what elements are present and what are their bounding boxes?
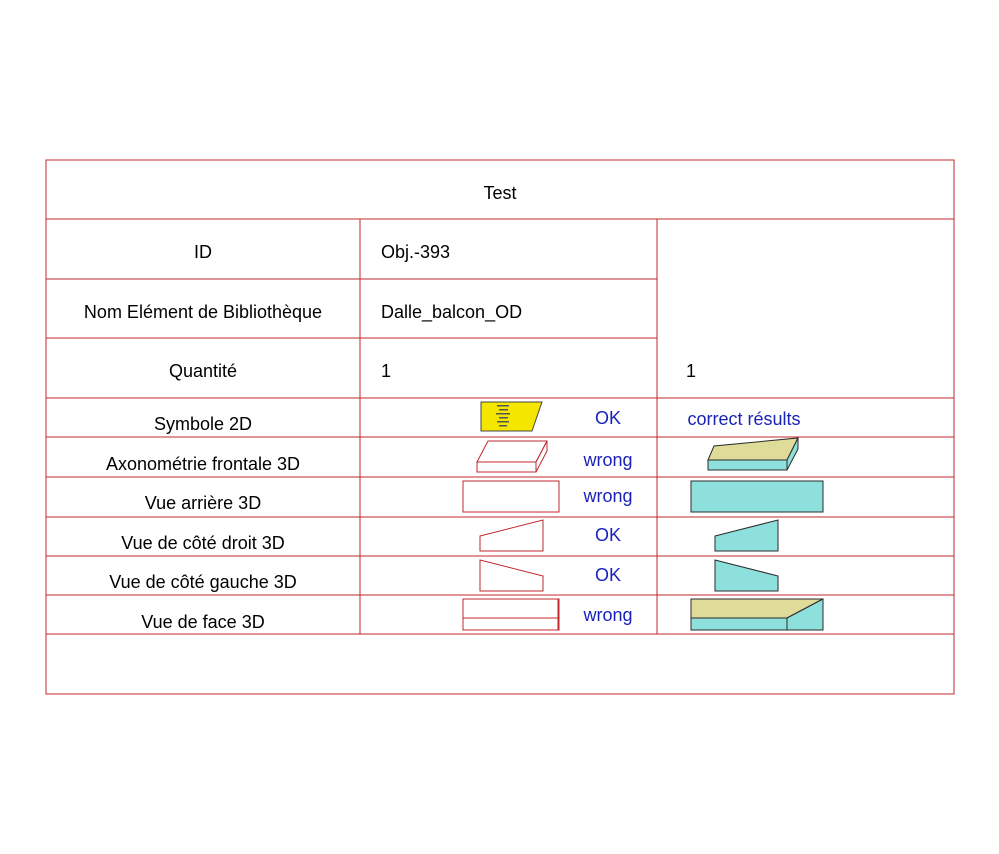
id-value: Obj.-393 [381,242,451,262]
view-label-back: Vue arrière 3D [144,493,262,513]
quantity-value: 1 [381,361,392,381]
id-label: ID [194,242,212,262]
table-title: Test [483,183,517,203]
back-view-icon [462,480,560,513]
left-side-view-icon [479,559,544,592]
right-side-view-icon [479,519,544,552]
ref-front-view-icon [690,598,824,631]
status-back: wrong [583,486,633,506]
name-value: Dalle_balcon_OD [381,302,523,322]
ref-back-view-icon [690,480,824,513]
ref-left-side-view-icon [714,559,779,592]
quantity-reference: 1 [686,361,697,381]
status-right-side: OK [594,525,622,545]
ref-axonometric-icon [707,437,799,471]
front-view-icon [462,598,560,631]
symbol-2d-icon [480,401,543,432]
axonometric-front-icon [476,440,548,473]
name-label: Nom Elément de Bibliothèque [83,302,323,322]
view-label-right-side: Vue de côté droit 3D [121,533,285,553]
view-label-symbol-2d: Symbole 2D [153,414,253,434]
quantity-label: Quantité [168,361,238,381]
view-label-front: Vue de face 3D [141,612,265,632]
view-label-axonometric: Axonométrie frontale 3D [105,454,301,474]
reference-header: correct résults [687,409,801,429]
view-label-left-side: Vue de côté gauche 3D [109,572,297,592]
status-left-side: OK [594,565,622,585]
status-axonometric: wrong [583,450,633,470]
ref-right-side-view-icon [714,519,779,552]
status-symbol-2d: OK [594,408,622,428]
status-front: wrong [583,605,633,625]
